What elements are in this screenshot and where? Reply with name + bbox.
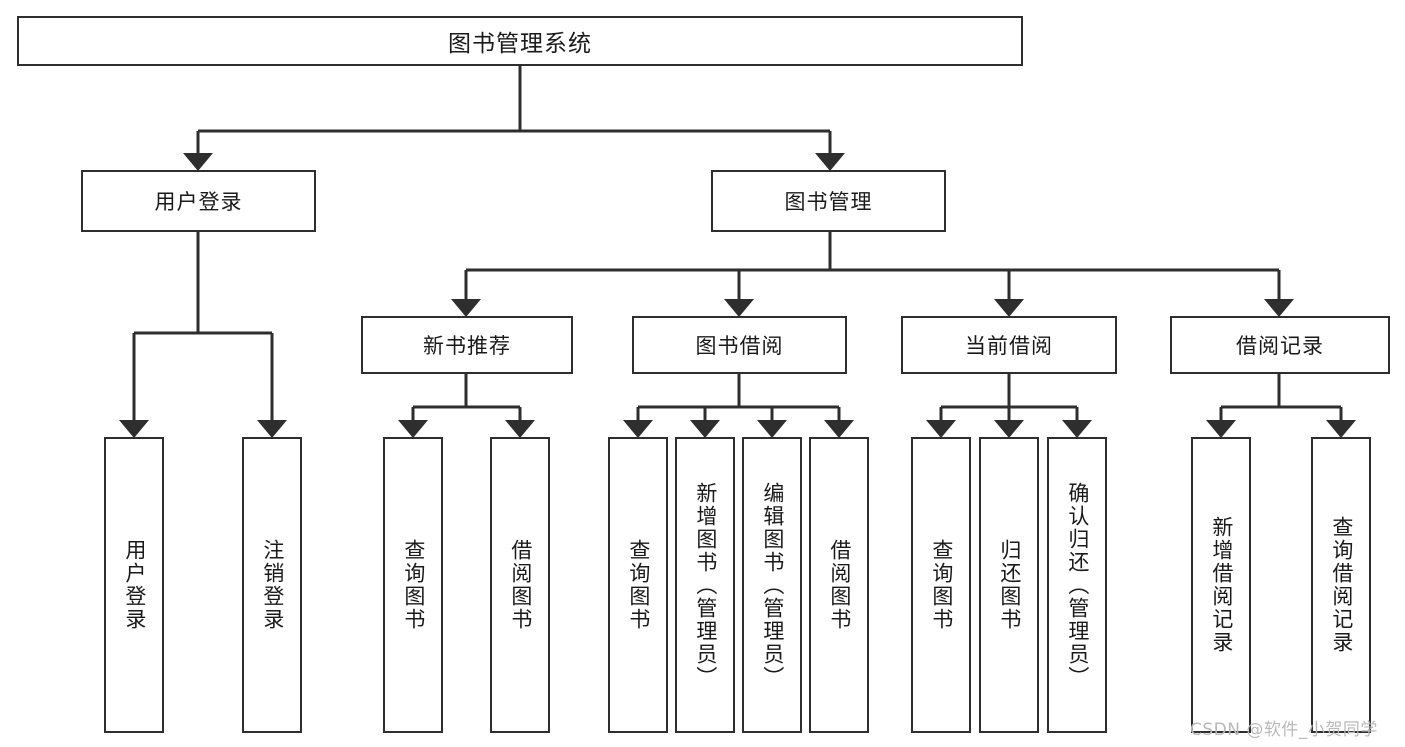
leaf-borrow-record-query[interactable]: 查询借阅记录 bbox=[1311, 437, 1371, 733]
leaf-current-borrow-confirm-return[interactable]: 确认归还（管理员） bbox=[1047, 437, 1107, 733]
leaf-current-borrow-return[interactable]: 归还图书 bbox=[979, 437, 1039, 733]
leaf-current-borrow-query[interactable]: 查询图书 bbox=[911, 437, 971, 733]
leaf-book-borrow-edit[interactable]: 编辑图书（管理员） bbox=[742, 437, 802, 733]
leaf-new-book-query[interactable]: 查询图书 bbox=[383, 437, 443, 733]
node-book-borrow[interactable]: 图书借阅 bbox=[632, 316, 847, 374]
node-label: 借阅记录 bbox=[1236, 334, 1324, 358]
node-label: 编辑图书（管理员） bbox=[760, 481, 785, 689]
node-label: 借阅图书 bbox=[827, 539, 852, 631]
node-book-management[interactable]: 图书管理 bbox=[711, 170, 946, 232]
node-label: 借阅图书 bbox=[508, 539, 533, 631]
leaf-borrow-record-add[interactable]: 新增借阅记录 bbox=[1191, 437, 1251, 733]
node-label: 确认归还（管理员） bbox=[1065, 481, 1090, 689]
leaf-user-login-logout[interactable]: 注销登录 bbox=[242, 437, 302, 733]
node-label: 新增图书（管理员） bbox=[693, 481, 718, 689]
node-new-book-recommend[interactable]: 新书推荐 bbox=[361, 316, 573, 374]
leaf-book-borrow-add[interactable]: 新增图书（管理员） bbox=[675, 437, 735, 733]
leaf-user-login-login[interactable]: 用户登录 bbox=[104, 437, 164, 733]
node-label: 新增借阅记录 bbox=[1209, 516, 1234, 654]
node-label: 查询图书 bbox=[626, 539, 651, 631]
node-label: 归还图书 bbox=[997, 539, 1022, 631]
node-label: 图书管理系统 bbox=[448, 31, 592, 57]
node-label: 图书管理 bbox=[784, 190, 873, 214]
leaf-book-borrow-borrow[interactable]: 借阅图书 bbox=[809, 437, 869, 733]
node-current-borrow[interactable]: 当前借阅 bbox=[901, 316, 1117, 374]
csdn-watermark: CSDN @软件_小贺同学 bbox=[1190, 720, 1378, 740]
node-label: 查询借阅记录 bbox=[1329, 516, 1354, 654]
node-label: 新书推荐 bbox=[423, 334, 511, 358]
node-user-login[interactable]: 用户登录 bbox=[81, 170, 316, 232]
node-root-book-management-system[interactable]: 图书管理系统 bbox=[17, 16, 1023, 66]
node-label: 图书借阅 bbox=[695, 334, 784, 358]
node-label: 注销登录 bbox=[260, 539, 285, 631]
leaf-book-borrow-query[interactable]: 查询图书 bbox=[608, 437, 668, 733]
node-label: 查询图书 bbox=[929, 539, 954, 631]
node-label: 用户登录 bbox=[122, 539, 147, 631]
node-label: 查询图书 bbox=[401, 539, 426, 631]
node-label: 用户登录 bbox=[154, 190, 243, 214]
leaf-new-book-borrow[interactable]: 借阅图书 bbox=[490, 437, 550, 733]
node-borrow-record[interactable]: 借阅记录 bbox=[1170, 316, 1390, 374]
node-label: 当前借阅 bbox=[965, 334, 1053, 358]
